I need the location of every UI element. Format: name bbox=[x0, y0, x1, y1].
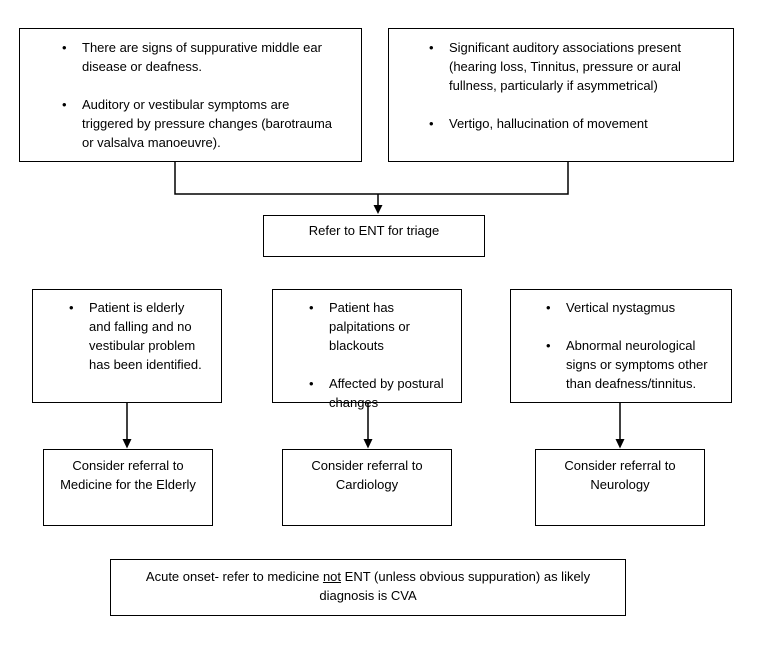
acute-onset-note-box: Acute onset- refer to medicine not ENT (… bbox=[110, 559, 626, 616]
bullet-list: • There are signs of suppurative middle … bbox=[62, 38, 343, 152]
referral-text-line: Cardiology bbox=[335, 477, 399, 492]
criteria-box-nystagmus: • Vertical nystagmus • Abnormal neurolog… bbox=[510, 289, 732, 403]
criteria-box-palpitations: • Patient has palpitations or blackouts … bbox=[272, 289, 462, 410]
bullet-item: • Auditory or vestibular symptoms are tr… bbox=[62, 95, 343, 152]
referral-box-cardiology: Consider referral to Cardiology bbox=[282, 449, 452, 526]
referral-box-neurology: Consider referral to Neurology bbox=[535, 449, 705, 526]
cardiology-referral-arrow bbox=[363, 403, 373, 449]
bullet-text: Auditory or vestibular symptoms are trig… bbox=[82, 97, 333, 150]
bullet-text: There are signs of suppurative middle ea… bbox=[82, 40, 322, 74]
arrowhead-icon bbox=[373, 205, 383, 214]
referral-box-medicine-elderly: Consider referral to Medicine for the El… bbox=[43, 449, 213, 526]
note-text-pre: Acute onset- refer to medicine bbox=[145, 569, 323, 584]
note-text-underlined: not bbox=[322, 569, 342, 584]
bullet-item: • Patient has palpitations or blackouts bbox=[309, 298, 445, 355]
arrowhead-icon bbox=[615, 439, 625, 449]
arrowhead-icon bbox=[122, 439, 132, 449]
bullet-item: • Abnormal neurological signs or symptom… bbox=[546, 336, 717, 393]
bullet-item: • Vertigo, hallucination of movement bbox=[429, 114, 713, 133]
arrowhead-icon bbox=[363, 439, 373, 449]
bullet-icon: • bbox=[62, 40, 67, 55]
bullet-icon: • bbox=[546, 300, 551, 315]
bullet-item: • Significant auditory associations pres… bbox=[429, 38, 713, 95]
bullet-text: Vertical nystagmus bbox=[566, 300, 676, 315]
ent-triage-label: Refer to ENT for triage bbox=[308, 223, 440, 238]
bullet-text: Vertigo, hallucination of movement bbox=[449, 116, 648, 131]
referral-text-line: Neurology bbox=[590, 477, 650, 492]
bullet-list: • Significant auditory associations pres… bbox=[429, 38, 713, 133]
bullet-icon: • bbox=[429, 116, 434, 131]
bullet-text: Affected by postural changes bbox=[329, 376, 444, 410]
top-merge-connector bbox=[174, 162, 569, 195]
referral-text-line: Medicine for the Elderly bbox=[60, 477, 196, 492]
ent-triage-box: Refer to ENT for triage bbox=[263, 215, 485, 257]
referral-text-line: Consider referral to bbox=[311, 458, 423, 473]
bullet-icon: • bbox=[309, 376, 314, 391]
bullet-item: • There are signs of suppurative middle … bbox=[62, 38, 343, 76]
bullet-item: • Patient is elderly and falling and no … bbox=[69, 298, 207, 374]
bullet-icon: • bbox=[62, 97, 67, 112]
bullet-icon: • bbox=[69, 300, 74, 315]
bullet-text: Significant auditory associations presen… bbox=[449, 40, 681, 93]
bullet-icon: • bbox=[429, 40, 434, 55]
bullet-text: Patient is elderly and falling and no ve… bbox=[89, 300, 202, 372]
criteria-box-suppurative-disease: • There are signs of suppurative middle … bbox=[19, 28, 362, 162]
bullet-text: Patient has palpitations or blackouts bbox=[329, 300, 410, 353]
bullet-icon: • bbox=[309, 300, 314, 315]
referral-text-line: Consider referral to bbox=[564, 458, 676, 473]
acute-onset-note-line1: Acute onset- refer to medicine not ENT (… bbox=[121, 567, 615, 586]
bullet-list: • Patient has palpitations or blackouts … bbox=[309, 298, 445, 412]
bullet-list: • Vertical nystagmus • Abnormal neurolog… bbox=[546, 298, 717, 393]
criteria-box-elderly-falling: • Patient is elderly and falling and no … bbox=[32, 289, 222, 403]
bullet-item: • Affected by postural changes bbox=[309, 374, 445, 412]
ent-triage-arrow bbox=[373, 194, 383, 214]
acute-onset-note-line2: diagnosis is CVA bbox=[319, 588, 417, 603]
neurology-referral-arrow bbox=[615, 403, 625, 449]
bullet-icon: • bbox=[546, 338, 551, 353]
elderly-referral-arrow bbox=[122, 403, 132, 449]
bullet-list: • Patient is elderly and falling and no … bbox=[69, 298, 207, 374]
bullet-text: Abnormal neurological signs or symptoms … bbox=[566, 338, 708, 391]
referral-text-line: Consider referral to bbox=[72, 458, 184, 473]
note-text-post: ENT (unless obvious suppuration) as like… bbox=[341, 569, 591, 584]
criteria-box-auditory-associations: • Significant auditory associations pres… bbox=[388, 28, 734, 162]
bullet-item: • Vertical nystagmus bbox=[546, 298, 717, 317]
